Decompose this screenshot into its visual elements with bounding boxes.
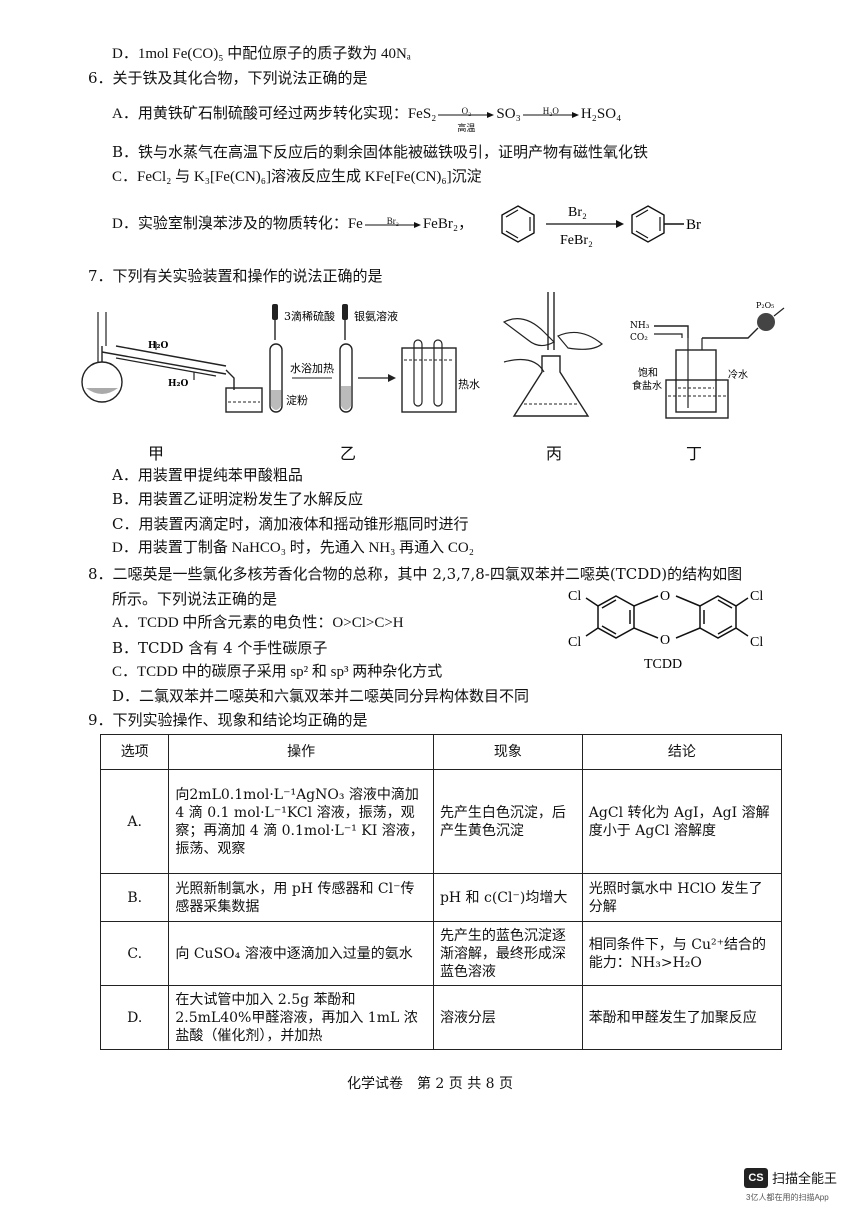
row-conclusion: AgCl 转化为 AgI，AgI 溶解度小于 AgCl 溶解度 [581,769,783,874]
q6-option-c: C．FeCl₂ 与 K₃[Fe(CN)₆]溶液反应生成 KFe[Fe(CN)₆]… [112,169,482,185]
row-operation: 光照新制氯水，用 pH 传感器和 Cl⁻传感器采集数据 [168,873,434,922]
q9-stem: 9．下列实验操作、现象和结论均正确的是 [88,711,368,729]
q8-option-b: B．TCDD 含有 4 个手性碳原子 [112,639,328,657]
tcdd-structure: O O Cl Cl Cl Cl TCDD [568,589,763,672]
row-phenomenon: 先产生白色沉淀，后产生黄色沉淀 [432,769,583,874]
reaction-arrow: O₂ 高温 [438,105,495,133]
q6-option-a: A．用黄铁矿石制硫酸可经过两步转化实现：FeS₂ O₂ 高温 SO₃ H₂O H₂SO₄ [112,104,622,133]
q6-option-b: B．铁与水蒸气在高温下反应后的剩余固体能被磁铁吸引，证明产物有磁性氧化铁 [112,143,649,161]
q8-stem-line2: 所示。下列说法正确的是 [112,590,278,608]
apparatus-bing-titration [502,292,603,417]
jia-water-in-label: H₂O [168,379,188,389]
row-conclusion: 苯酚和甲醛发生了加聚反应 [581,985,783,1050]
q8-stem-line1: 8．二噁英是一些氯化多核芳香化合物的总称，其中 2,3,7,8-四氯双苯并二噁英… [88,565,743,583]
yi-starch-label: 淀粉 [286,393,308,407]
q8-option-c: C．TCDD 中的碳原子采用 sp² 和 sp³ 两种杂化方式 [112,664,443,680]
q6-d-prefix: D．实验室制溴苯涉及的物质转化：Fe [112,216,363,232]
q7-option-b: B．用装置乙证明淀粉发生了水解反应 [112,490,364,508]
table-row: B. 光照新制氯水，用 pH 传感器和 Cl⁻传感器采集数据 pH 和 c(Cl… [99,873,783,922]
camscanner-name: 扫描全能王 [772,1171,838,1186]
q7-stem: 7．下列有关实验装置和操作的说法正确的是 [88,267,383,285]
row-operation: 向2mL0.1mol·L⁻¹AgNO₃ 溶液中滴加 4 滴 0.1 mol·L⁻… [168,769,434,874]
header-conclusion: 结论 [581,734,783,770]
row-phenomenon: 先产生的蓝色沉淀逐渐溶解，最终形成深蓝色溶液 [432,921,583,986]
arrow-bottom-label: FeBr₂ [560,233,593,248]
q6-stem: 6．关于铁及其化合物，下列说法正确的是 [88,69,368,87]
arrow-bottom-label: 高温 [457,122,476,133]
yi-hot-water-label: 热水 [458,378,480,391]
table-header-row: 选项 操作 现象 结论 [99,734,783,770]
page-footer: 化学试卷 第 2 页 共 8 页 [346,1076,514,1092]
row-operation: 向 CuSO₄ 溶液中逐滴加入过量的氨水 [168,921,434,986]
table-row: C. 向 CuSO₄ 溶液中逐滴加入过量的氨水 先产生的蓝色沉淀逐渐溶解，最终形… [99,921,783,986]
table-row: D. 在大试管中加入 2.5g 苯酚和 2.5mL40%甲醛溶液，再加入 1mL… [99,985,783,1050]
apparatus-ding-nahco3: NH₃ CO₂ P₂O₅ 饱和 食盐水 冷水 [630,301,785,419]
q8-option-a: A．TCDD 中所含元素的电负性：O>Cl>C>H [112,615,404,631]
row-conclusion: 相同条件下，与 Cu²⁺结合的能力：NH₃>H₂O [581,921,783,986]
q8-option-d: D．二氯双苯并二噁英和六氯双苯并二噁英同分异构体数目不同 [112,687,530,705]
chlorine-label-4: Cl [750,635,763,650]
bromobenzene-ring-icon [631,205,665,243]
tcdd-caption: TCDD [644,657,682,672]
header-phenomenon: 现象 [432,734,583,770]
row-option: C. [99,921,170,986]
arrow-top-label: Br₂ [568,205,587,220]
figure-label-ding: 丁 [686,444,703,463]
row-option: A. [99,769,170,874]
arrow-top-label: Br₂ [386,215,399,226]
camscanner-tagline: 3亿人都在用的扫描App [746,1193,829,1202]
jia-water-out-label: H₂O [148,341,168,351]
yi-bath-label: 水浴加热 [290,362,334,375]
oxygen-top-label: O [660,589,670,604]
ding-nh3-label: NH₃ [630,321,650,331]
yi-silver-label: 银氨溶液 [354,309,398,323]
ding-cold-water-label: 冷水 [728,368,748,381]
q6-a-prefix: A．用黄铁矿石制硫酸可经过两步转化实现：FeS₂ [112,106,437,122]
row-conclusion: 光照时氯水中 HClO 发生了分解 [581,873,783,922]
q9-experiment-table: 选项 操作 现象 结论 A. 向2mL0.1mol·L⁻¹AgNO₃ 溶液中滴加… [99,734,783,1050]
row-option: B. [99,873,170,922]
ding-p2o5-label: P₂O₅ [756,301,774,310]
figure-label-jia: 甲 [148,444,165,463]
q6-a-mid: SO₃ [496,106,521,122]
row-phenomenon: pH 和 c(Cl⁻)均增大 [432,873,583,922]
oxygen-bottom-label: O [660,633,670,648]
apparatus-jia-distillation: H₂O H₂O [81,312,263,413]
yi-acid-label: 3滴稀硫酸 [284,309,335,323]
ding-co2-label: CO₂ [630,333,648,343]
ding-brine-label-1: 饱和 [638,367,658,379]
table-row: A. 向2mL0.1mol·L⁻¹AgNO₃ 溶液中滴加 4 滴 0.1 mol… [99,769,783,874]
header-option: 选项 [99,734,170,770]
q6-option-d: D．实验室制溴苯涉及的物质转化：Fe Br₂ FeBr₂， [112,214,473,235]
figure-label-yi: 乙 [340,444,357,463]
reaction-arrow: H₂O [522,105,579,125]
q7-option-d: D．用装置丁制备 NaHCO₃ 时，先通入 NH₃ 再通入 CO₂ [112,540,474,556]
header-operation: 操作 [168,734,434,770]
row-option: D. [99,985,170,1050]
q6-a-end: H₂SO₄ [580,106,622,122]
camscanner-logo-icon: CS [744,1168,768,1188]
chlorine-label-3: Cl [750,589,763,604]
row-phenomenon: 溶液分层 [432,985,583,1050]
figure-label-bing: 丙 [546,444,563,463]
apparatus-yi-starch-hydrolysis: 3滴稀硫酸 银氨溶液 水浴加热 淀粉 热水 [269,304,480,413]
reaction-arrow: Br₂ [364,215,421,235]
bromine-label: Br [686,217,701,233]
chlorine-label-2: Cl [568,635,581,650]
row-operation: 在大试管中加入 2.5g 苯酚和 2.5mL40%甲醛溶液，再加入 1mL 浓盐… [168,985,434,1050]
arrow-top-label: O₂ [461,105,472,116]
benzene-ring-icon [501,205,535,243]
bromobenzene-scheme: Br₂ FeBr₂ Br [501,205,701,248]
q5-option-d: D．1mol Fe(CO)₅ 中配位原子的质子数为 40Nₐ [112,46,411,62]
q7-option-c: C．用装置丙滴定时，滴加液体和摇动锥形瓶同时进行 [112,515,469,533]
q7-option-a: A．用装置甲提纯苯甲酸粗品 [112,466,303,484]
q6-d-mid: FeBr₂， [422,216,474,232]
arrow-top-label: H₂O [542,105,559,116]
chlorine-label-1: Cl [568,589,581,604]
ding-brine-label-2: 食盐水 [632,379,662,392]
